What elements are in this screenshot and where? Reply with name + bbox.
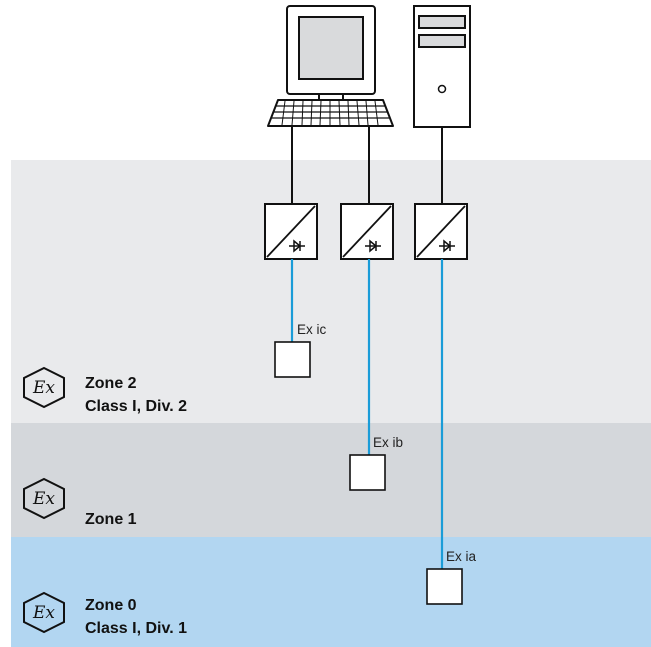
protection-label-2: Ex ib <box>373 435 403 450</box>
zone-2-area <box>11 160 651 424</box>
signal-wires <box>291 126 443 204</box>
zone-1-area <box>11 423 651 537</box>
barrier-1 <box>264 203 318 260</box>
pc-tower-icon <box>413 5 471 128</box>
isolator-diode-icon <box>365 239 381 253</box>
isolator-diode-icon <box>289 239 305 253</box>
barrier-3 <box>414 203 468 260</box>
field-device-1 <box>274 341 311 378</box>
keyboard-icon <box>267 99 394 127</box>
zone-2-class: Class I, Div. 2 <box>85 398 187 415</box>
ex-hazard-icon: Ex <box>23 366 65 409</box>
ex-symbol-text: Ex <box>32 378 55 398</box>
field-device-2 <box>349 454 386 491</box>
field-device-3 <box>426 568 463 605</box>
barrier-2 <box>340 203 394 260</box>
zone-0-class: Class I, Div. 1 <box>85 620 187 637</box>
zone-1-name: Zone 1 <box>85 511 137 528</box>
ex-symbol-text: Ex <box>32 603 55 623</box>
isolator-diode-icon <box>439 239 455 253</box>
ex-symbol-text: Ex <box>32 489 55 509</box>
zone-2-name: Zone 2 <box>85 375 137 392</box>
protection-label-1: Ex ic <box>297 322 327 337</box>
protection-label-3: Ex ia <box>446 549 477 564</box>
zone-0-name: Zone 0 <box>85 597 137 614</box>
ex-hazard-icon: Ex <box>23 477 65 520</box>
field-cables <box>290 259 444 569</box>
zone-0-area <box>11 537 651 647</box>
ex-hazard-icon: Ex <box>23 591 65 634</box>
monitor-icon <box>286 5 376 101</box>
